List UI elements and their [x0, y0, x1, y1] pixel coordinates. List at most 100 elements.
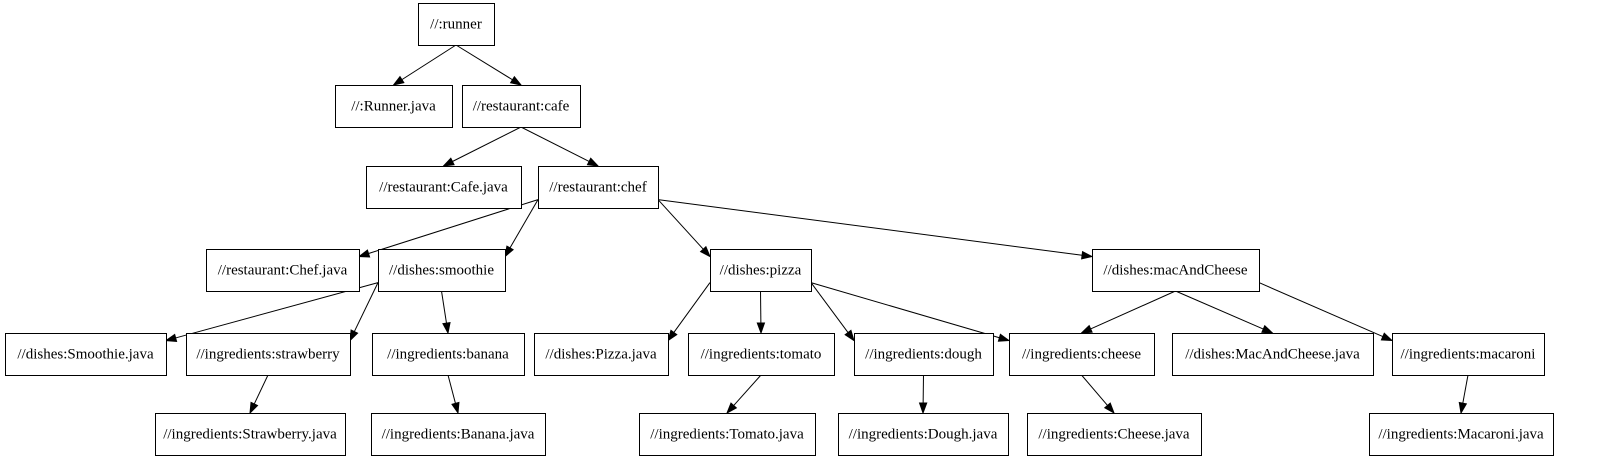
nodes-layer: //:runner //:Runner.java //restaurant:cafe…: [5, 3, 1554, 456]
graph-edge-arrowhead: [726, 402, 738, 415]
graph-edge-arrowhead: [1103, 402, 1115, 415]
node-label: //dishes:pizza: [720, 262, 802, 278]
node-box: [206, 249, 360, 292]
graph-edge-arrowhead: [442, 157, 455, 167]
graph-edge: [401, 44, 457, 81]
node-label: //dishes:smoothie: [389, 262, 494, 278]
graph-edge: [1090, 290, 1176, 330]
node-label: //:runner: [430, 16, 482, 32]
node-box: [1092, 249, 1260, 292]
node-box: [1009, 333, 1155, 376]
graph-edge-arrowhead: [756, 322, 766, 335]
node-label: //dishes:MacAndCheese.java: [1185, 346, 1360, 362]
graph-edge: [733, 374, 762, 406]
graph-node-Banana_java[interactable]: //ingredients:Banana.java: [371, 413, 546, 456]
graph-edge-arrowhead: [504, 245, 514, 258]
graph-node-dishes_macandch[interactable]: //dishes:macAndCheese: [1092, 249, 1260, 292]
graph-node-ing_banana[interactable]: //ingredients:banana: [372, 333, 525, 376]
graph-edge-arrowhead: [1080, 324, 1093, 334]
graph-edge: [455, 44, 513, 81]
graph-node-Cafe_java[interactable]: //restaurant:Cafe.java: [366, 166, 522, 209]
graph-edge: [810, 282, 849, 333]
graph-node-Dough_java[interactable]: //ingredients:Dough.java: [838, 413, 1009, 456]
graph-node-dishes_smoothie[interactable]: //dishes:smoothie: [378, 249, 506, 292]
node-box: [378, 249, 506, 292]
graph-node-restaurant_cafe[interactable]: //restaurant:cafe: [462, 85, 581, 128]
graph-edge-arrowhead: [1081, 250, 1094, 260]
graph-node-MacAndCheese_java[interactable]: //dishes:MacAndCheese.java: [1172, 333, 1374, 376]
graph-node-dishes_pizza[interactable]: //dishes:pizza: [710, 249, 812, 292]
graph-node-ing_cheese[interactable]: //ingredients:cheese: [1009, 333, 1155, 376]
graph-edge: [1462, 374, 1469, 404]
graph-edge-arrowhead: [392, 75, 405, 86]
graph-node-ing_dough[interactable]: //ingredients:dough: [854, 333, 994, 376]
node-box: [462, 85, 581, 128]
node-label: //dishes:Smoothie.java: [17, 346, 154, 362]
graph-edge: [657, 199, 1083, 256]
node-box: [538, 166, 659, 209]
graph-node-ing_strawberry[interactable]: //ingredients:strawberry: [186, 333, 351, 376]
graph-edge: [441, 290, 447, 324]
node-label: //restaurant:cafe: [473, 98, 570, 114]
graph-node-Macaroni_java[interactable]: //ingredients:Macaroni.java: [1369, 413, 1554, 456]
graph-edge-arrowhead: [451, 401, 460, 415]
node-label: //ingredients:macaroni: [1401, 346, 1536, 362]
graph-edge: [447, 374, 456, 404]
graph-edge-arrowhead: [1261, 324, 1274, 334]
node-label: //:Runner.java: [351, 98, 436, 114]
graph-edge: [520, 126, 590, 162]
graph-node-restaurant_chef[interactable]: //restaurant:chef: [538, 166, 659, 209]
graph-edge: [673, 282, 711, 333]
graph-edge-arrowhead: [699, 245, 711, 258]
graph-edge-arrowhead: [667, 329, 678, 342]
node-box: [372, 333, 525, 376]
node-label: //ingredients:Cheese.java: [1038, 426, 1190, 442]
graph-edge: [657, 199, 704, 250]
graph-edge: [452, 126, 522, 162]
graph-node-runner[interactable]: //:runner: [418, 3, 495, 46]
graph-node-Strawberry_java[interactable]: //ingredients:Strawberry.java: [155, 413, 346, 456]
graph-node-Tomato_java[interactable]: //ingredients:Tomato.java: [639, 413, 816, 456]
node-box: [366, 166, 522, 209]
graph-node-Runner_java[interactable]: //:Runner.java: [335, 85, 453, 128]
node-box: [1027, 413, 1202, 456]
node-box: [1392, 333, 1545, 376]
node-label: //ingredients:Macaroni.java: [1378, 426, 1544, 442]
node-label: //ingredients:strawberry: [196, 346, 340, 362]
node-label: //dishes:Pizza.java: [545, 346, 657, 362]
graph-node-Cheese_java[interactable]: //ingredients:Cheese.java: [1027, 413, 1202, 456]
graph-node-ing_tomato[interactable]: //ingredients:tomato: [688, 333, 835, 376]
node-label: //ingredients:Banana.java: [382, 426, 535, 442]
graph-node-ing_macaroni[interactable]: //ingredients:macaroni: [1392, 333, 1545, 376]
node-box: [155, 413, 346, 456]
node-label: //ingredients:dough: [865, 346, 982, 362]
node-box: [710, 249, 812, 292]
node-label: //restaurant:Chef.java: [218, 262, 348, 278]
node-label: //ingredients:tomato: [701, 346, 822, 362]
graph-edge-arrowhead: [1380, 332, 1394, 342]
node-label: //ingredients:cheese: [1022, 346, 1141, 362]
node-box: [838, 413, 1009, 456]
graph-node-Pizza_java[interactable]: //dishes:Pizza.java: [534, 333, 669, 376]
graph-node-Chef_java[interactable]: //restaurant:Chef.java: [206, 249, 360, 292]
graph-edge-arrowhead: [509, 75, 523, 86]
node-box: [186, 333, 351, 376]
graph-edge-arrowhead: [1458, 401, 1468, 415]
graph-node-Smoothie_java[interactable]: //dishes:Smoothie.java: [5, 333, 167, 376]
node-box: [854, 333, 994, 376]
graph-edge: [1258, 282, 1384, 338]
node-label: //restaurant:chef: [549, 179, 646, 195]
node-box: [639, 413, 816, 456]
graph-edge-arrowhead: [844, 329, 855, 342]
node-label: //ingredients:Dough.java: [849, 426, 998, 442]
node-label: //ingredients:Tomato.java: [650, 426, 804, 442]
node-box: [5, 333, 167, 376]
graph-edge-arrowhead: [249, 401, 259, 415]
graph-edge: [353, 282, 379, 332]
node-label: //ingredients:Strawberry.java: [163, 426, 337, 442]
graph-edge-arrowhead: [357, 249, 371, 258]
graph-edge-arrowhead: [586, 157, 600, 167]
graph-edge: [1081, 374, 1108, 406]
graph-edge: [1175, 290, 1264, 330]
